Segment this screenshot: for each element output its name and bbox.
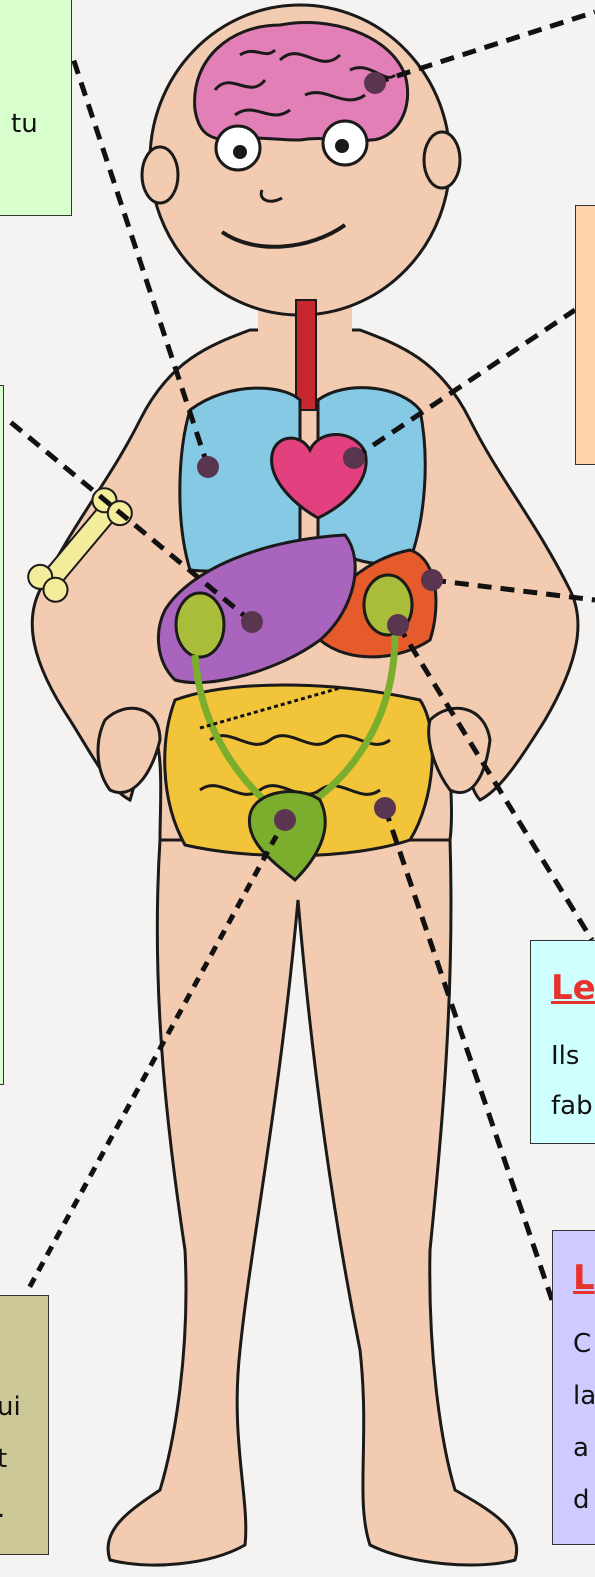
marker-stomach — [421, 569, 443, 591]
box-top-left-text: tu — [11, 111, 38, 137]
label-box-orange — [575, 205, 595, 465]
box-olive-line-3: . — [0, 1496, 5, 1522]
marker-kidney — [387, 614, 409, 636]
box-olive-line-2: t — [0, 1446, 7, 1472]
line-brain — [375, 12, 595, 83]
marker-lungs — [197, 456, 219, 478]
label-box-left-mid — [0, 385, 4, 1085]
box-cyan-line-1: Ils — [551, 1043, 579, 1069]
marker-brain — [364, 72, 386, 94]
label-box-lavender: L C la a d — [552, 1230, 595, 1545]
left-ear — [142, 147, 178, 203]
box-lavender-line-3: a — [573, 1435, 589, 1461]
marker-intestine — [374, 797, 396, 819]
marker-heart — [343, 447, 365, 469]
right-ear — [424, 132, 460, 188]
marker-liver — [241, 611, 263, 633]
label-box-cyan: Le Ils fab — [530, 940, 595, 1144]
box-lavender-line-4: d — [573, 1487, 590, 1513]
label-box-olive: ui t . — [0, 1295, 49, 1555]
marker-bladder — [274, 809, 296, 831]
legs — [108, 840, 517, 1565]
right-pupil — [335, 139, 349, 153]
box-olive-line-1: ui — [0, 1394, 21, 1420]
artery — [296, 300, 316, 410]
left-hand — [98, 708, 160, 792]
box-cyan-line-2: fab — [551, 1093, 593, 1119]
left-pupil — [233, 145, 247, 159]
box-lavender-line-1: C — [573, 1331, 591, 1357]
left-kidney — [176, 593, 224, 657]
box-cyan-title: Le — [551, 971, 595, 1005]
label-box-top-left: tu — [0, 0, 72, 216]
box-lavender-line-2: la — [573, 1383, 595, 1409]
box-lavender-title: L — [573, 1261, 595, 1295]
